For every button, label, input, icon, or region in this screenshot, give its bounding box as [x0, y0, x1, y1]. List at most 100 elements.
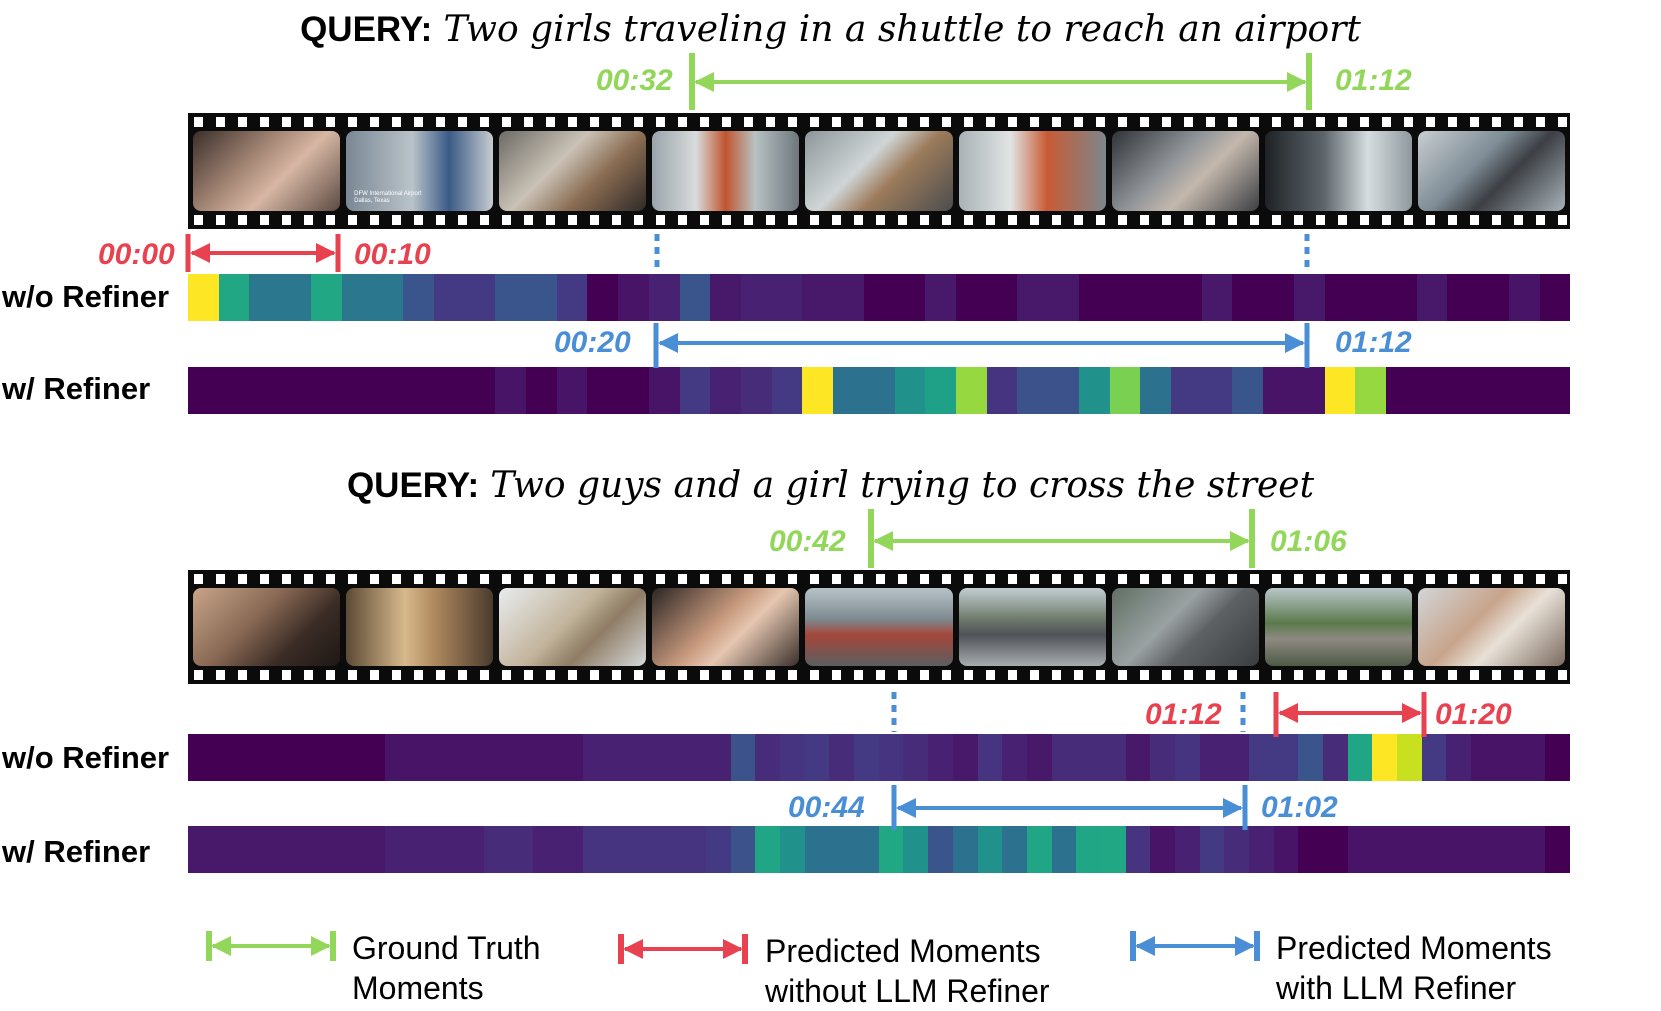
heat-cell — [1201, 367, 1233, 414]
heat-cell — [1544, 734, 1570, 781]
heat-cell — [1495, 734, 1521, 781]
heat-cell — [1508, 274, 1540, 321]
heat-cell — [262, 734, 287, 781]
legend-ground-truth-line2: Moments — [352, 970, 484, 1006]
heat-cell — [780, 826, 805, 873]
heat-cell — [1293, 274, 1325, 321]
heat-cell — [1048, 367, 1079, 414]
row-label-wo-refiner-1: w/o Refiner — [2, 279, 170, 314]
video-frame — [805, 588, 953, 666]
heat-cell — [863, 367, 895, 414]
pred-w-start-time-1: 00:20 — [554, 326, 631, 359]
heat-cell — [632, 734, 657, 781]
heat-cell — [833, 274, 864, 321]
heat-cell — [495, 367, 526, 414]
gt-start-time-2: 00:42 — [769, 525, 846, 558]
heat-cell — [237, 826, 263, 873]
heat-cell — [1109, 367, 1141, 414]
heat-cell — [632, 826, 657, 873]
row-label-w-refiner-1: w/ Refiner — [2, 371, 151, 406]
heat-cell — [710, 274, 741, 321]
heat-cell — [1416, 274, 1448, 321]
video-frame — [1111, 588, 1259, 666]
heat-cell — [1322, 826, 1348, 873]
heat-cell — [484, 826, 509, 873]
heat-cell — [1421, 826, 1447, 873]
heat-cell — [1017, 274, 1049, 321]
heat-cell — [1386, 367, 1417, 414]
heat-cell — [894, 367, 926, 414]
heat-cell — [802, 274, 834, 321]
heatmap-w-refiner-2 — [188, 826, 1570, 873]
heat-cell — [459, 826, 485, 873]
heat-cell — [1298, 734, 1323, 781]
heat-cell — [771, 367, 803, 414]
heat-cell — [336, 826, 361, 873]
heat-cell — [1273, 734, 1299, 781]
heat-cell — [484, 734, 509, 781]
query-label: QUERY: — [300, 10, 433, 49]
heat-cell — [403, 367, 434, 414]
video-frame — [1264, 131, 1412, 211]
heat-cell — [1140, 274, 1171, 321]
heat-cell — [1396, 734, 1422, 781]
heat-cell — [755, 826, 781, 873]
heat-cell — [410, 734, 435, 781]
heat-cell — [1051, 734, 1077, 781]
heat-cell — [1355, 274, 1387, 321]
heat-cell — [656, 826, 682, 873]
gt-end-time-2: 01:06 — [1270, 525, 1347, 558]
heat-cell — [525, 367, 557, 414]
heat-cell — [656, 734, 682, 781]
legend-without-llm-line1: Predicted Moments — [765, 933, 1041, 969]
heat-cell — [833, 367, 864, 414]
heat-cell — [212, 826, 238, 873]
pred-w-arrow-2 — [891, 785, 1248, 830]
heat-cell — [587, 367, 619, 414]
heat-cell — [903, 826, 929, 873]
heat-cell — [618, 274, 649, 321]
video-frame — [346, 588, 494, 666]
heat-cell — [249, 367, 281, 414]
heat-cell — [804, 734, 830, 781]
heat-cell — [1224, 826, 1249, 873]
heat-cell — [1232, 274, 1264, 321]
heat-cell — [1125, 734, 1151, 781]
video-frame — [652, 131, 800, 211]
heat-cell — [679, 367, 711, 414]
heat-cell — [533, 734, 559, 781]
heat-cell — [1396, 826, 1422, 873]
heat-cell — [1447, 367, 1479, 414]
heat-cell — [1372, 826, 1397, 873]
pred-wo-arrow-2 — [1273, 692, 1427, 737]
heat-cell — [1174, 734, 1200, 781]
heat-cell — [780, 734, 805, 781]
heat-cell — [710, 367, 741, 414]
heat-cell — [188, 274, 219, 321]
heat-cell — [508, 734, 534, 781]
heat-cell — [286, 734, 312, 781]
heat-cell — [854, 734, 879, 781]
heat-cell — [1048, 274, 1079, 321]
heat-cell — [280, 367, 311, 414]
heat-cell — [558, 826, 583, 873]
pred-wo-end-time-2: 01:20 — [1435, 698, 1512, 731]
heat-cell — [1263, 367, 1294, 414]
gt-arrow-1 — [689, 53, 1312, 110]
heat-cell — [525, 274, 557, 321]
pred-w-end-time-1: 01:12 — [1335, 326, 1412, 359]
heat-cell — [894, 274, 926, 321]
heat-cell — [648, 367, 680, 414]
heat-cell — [925, 367, 956, 414]
gt-arrow-2 — [868, 509, 1255, 568]
heat-cell — [986, 274, 1018, 321]
heat-cell — [1171, 274, 1202, 321]
heat-cell — [341, 274, 373, 321]
heat-cell — [262, 826, 287, 873]
heat-cell — [372, 367, 404, 414]
heat-cell — [1109, 274, 1141, 321]
legend-with-llm-arrow — [1130, 931, 1260, 961]
heat-cell — [1446, 826, 1471, 873]
heat-cell — [681, 826, 707, 873]
